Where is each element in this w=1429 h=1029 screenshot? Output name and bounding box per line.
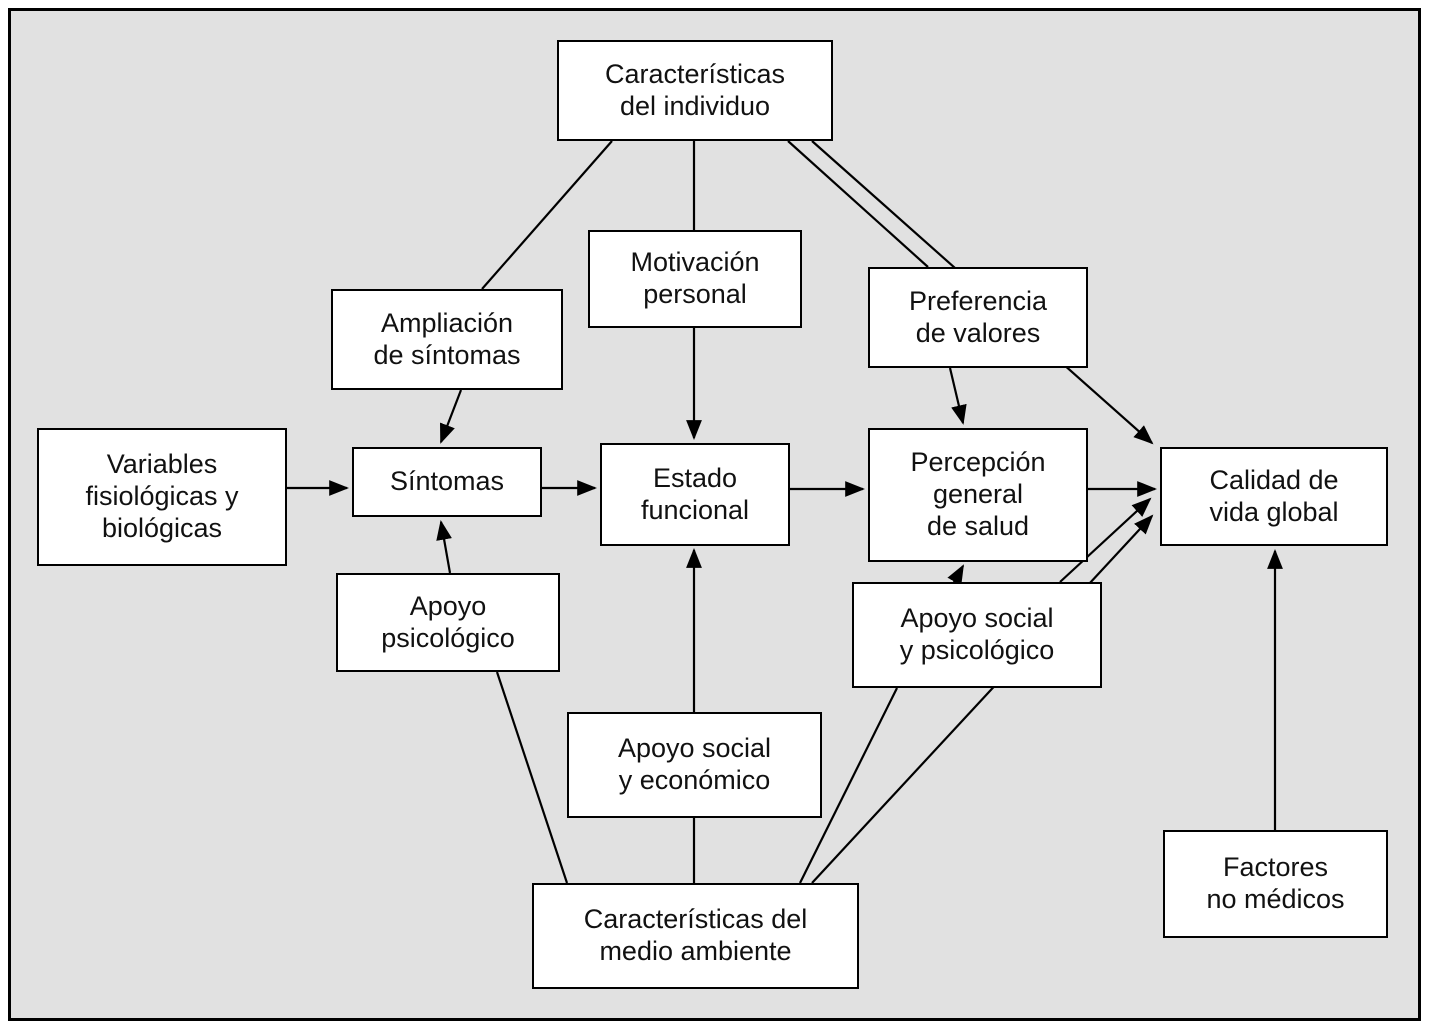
edge-caracteristicas-medio-ambiente-to-apoyo-psicologico-line xyxy=(495,671,569,884)
node-calidad-vida-global: Calidad de vida global xyxy=(1160,447,1388,546)
node-caracteristicas-medio-ambiente: Características del medio ambiente xyxy=(532,883,859,989)
edge-caracteristicas-medio-ambiente-to-calidad-vida-global-arrow xyxy=(811,514,1154,884)
edge-caracteristicas-individuo-to-ampliacion-sintomas-line xyxy=(481,140,613,290)
edge-apoyo-social-psicologico-to-percepcion-general-salud-arrow xyxy=(947,564,964,586)
node-label: Variables fisiológicas y biológicas xyxy=(85,449,239,543)
node-label: Estado funcional xyxy=(640,462,750,525)
node-label: Calidad de vida global xyxy=(1209,464,1339,527)
node-motivacion-personal: Motivación personal xyxy=(588,230,802,328)
node-caracteristicas-individuo: Características del individuo xyxy=(557,40,833,141)
node-ampliacion-sintomas: Ampliación de síntomas xyxy=(331,289,563,390)
node-sintomas: Síntomas xyxy=(352,447,542,517)
node-apoyo-psicologico: Apoyo psicológico xyxy=(336,573,560,672)
edge-caracteristicas-medio-ambiente-to-apoyo-social-psicologico-line xyxy=(799,687,898,884)
node-preferencia-valores: Preferencia de valores xyxy=(868,267,1088,368)
node-label: Motivación personal xyxy=(630,247,760,309)
node-label: Síntomas xyxy=(389,466,505,497)
node-label: Preferencia de valores xyxy=(908,285,1048,348)
edge-ampliacion-sintomas-to-sintomas-arrow xyxy=(439,389,463,444)
node-estado-funcional: Estado funcional xyxy=(600,443,790,546)
node-label: Apoyo psicológico xyxy=(381,590,515,653)
node-label: Apoyo social y económico xyxy=(617,733,772,795)
node-percepcion-general-salud: Percepción general de salud xyxy=(868,428,1088,562)
node-label: Apoyo social y psicológico xyxy=(899,603,1055,665)
edge-apoyo-social-psicologico-to-calidad-vida-global-arrow xyxy=(1059,497,1152,583)
node-apoyo-social-psicologico: Apoyo social y psicológico xyxy=(852,582,1102,688)
node-factores-no-medicos: Factores no médicos xyxy=(1163,830,1388,938)
node-label: Factores no médicos xyxy=(1206,852,1345,914)
node-apoyo-social-economico: Apoyo social y económico xyxy=(567,712,822,818)
node-variables-fisiologicas-biologicas: Variables fisiológicas y biológicas xyxy=(37,428,287,566)
node-label: Percepción general de salud xyxy=(910,447,1046,541)
edge-preferencia-valores-to-percepcion-general-salud-arrow xyxy=(948,367,967,425)
node-label: Características del individuo xyxy=(604,58,786,121)
edge-caracteristicas-individuo-to-preferencia-valores-line xyxy=(787,140,929,268)
edge-apoyo-psicologico-to-sintomas-arrow xyxy=(436,520,452,574)
node-label: Características del medio ambiente xyxy=(583,904,808,966)
node-label: Ampliación de síntomas xyxy=(373,307,521,370)
